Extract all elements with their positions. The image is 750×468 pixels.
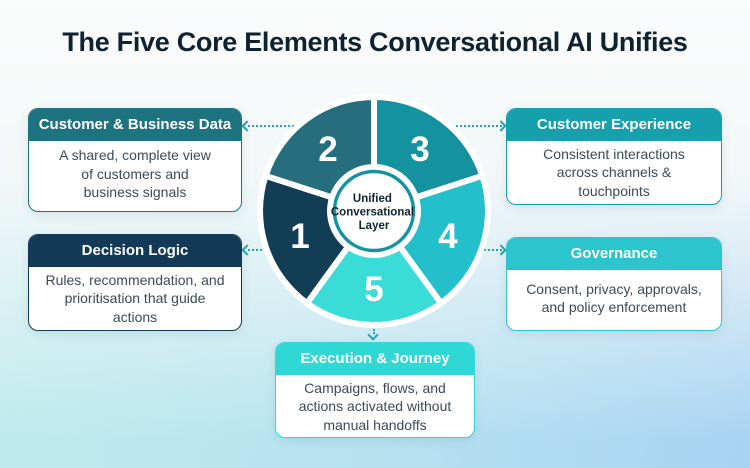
arrow-down-icon xyxy=(367,329,379,341)
segment-number-1: 1 xyxy=(290,217,309,256)
connector-customer-business-data xyxy=(248,125,326,127)
segment-number-5: 5 xyxy=(364,270,383,309)
card-body-text: Campaigns, flows, and actions activated … xyxy=(298,380,452,433)
card-title: Governance xyxy=(507,238,721,270)
card-body-text: A shared, complete view of customers and… xyxy=(59,147,211,201)
card-title: Customer & Business Data xyxy=(29,109,241,141)
wheel-hub-ring xyxy=(332,169,416,253)
center-label-line: Conversational xyxy=(331,207,414,219)
card-governance: Governance Consent, privacy, approvals, … xyxy=(506,237,722,331)
card-body-text: Rules, recommendation, and prioritisatio… xyxy=(45,272,225,325)
center-label-line: Unified xyxy=(353,193,392,205)
center-label-line: Layer xyxy=(359,220,390,232)
card-title: Execution & Journey xyxy=(276,343,474,375)
page-title: The Five Core Elements Conversational AI… xyxy=(62,27,688,57)
segment-number-3: 3 xyxy=(410,130,429,169)
card-body-text: Consistent interactions across channels … xyxy=(543,146,685,199)
card-customer-business-data: Customer & Business Data A shared, compl… xyxy=(28,108,242,212)
arrow-right-icon xyxy=(495,120,507,132)
card-title: Decision Logic xyxy=(29,235,241,267)
arrow-right-icon xyxy=(495,244,507,256)
connector-customer-experience xyxy=(424,125,502,127)
card-decision-logic: Decision Logic Rules, recommendation, an… xyxy=(28,234,242,331)
wheel-segment-5 xyxy=(304,208,444,328)
segment-number-2: 2 xyxy=(318,130,337,169)
unified-layer-wheel: 1 2 3 4 5 Unified Conversational Layer xyxy=(257,94,491,328)
arrow-left-icon xyxy=(241,120,253,132)
card-title: Customer Experience xyxy=(507,109,721,141)
card-customer-experience: Customer Experience Consistent interacti… xyxy=(506,108,722,205)
card-execution-journey: Execution & Journey Campaigns, flows, an… xyxy=(275,342,475,438)
card-body-text: Consent, privacy, approvals, and policy … xyxy=(526,280,702,315)
arrow-left-icon xyxy=(241,244,253,256)
segment-number-4: 4 xyxy=(438,217,458,256)
center-label: Unified Conversational Layer xyxy=(331,193,417,232)
